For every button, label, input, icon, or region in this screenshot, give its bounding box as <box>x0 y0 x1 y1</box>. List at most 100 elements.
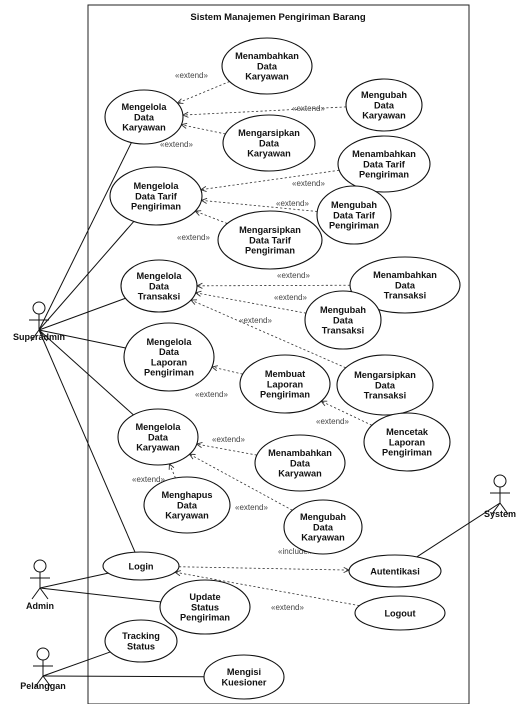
use-case-label-line: Pengiriman <box>131 202 181 212</box>
extend-label: «extend» <box>177 233 210 242</box>
use-case-label-line: Data <box>257 61 278 71</box>
use-case-ellipse <box>316 185 392 245</box>
use-case-label-line: Pengiriman <box>180 613 230 623</box>
use-case-label-line: Autentikasi <box>370 566 420 576</box>
extend-label: «extend» <box>276 199 309 208</box>
use-case-label-line: Menambahkan <box>268 448 332 458</box>
use-case-label-line: Data <box>177 500 198 510</box>
include-label: «include» <box>278 547 313 556</box>
use-case-label-line: Pengiriman <box>359 170 409 180</box>
extend-label: «extend» <box>195 390 228 399</box>
actor-head-icon <box>36 647 50 661</box>
use-case-label-line: Mengelola <box>137 271 183 281</box>
use-case-ellipse <box>345 78 423 132</box>
association-admin-uc_login <box>39 572 109 589</box>
use-case-label-line: Data <box>313 522 334 532</box>
association-pelanggan-uc_tracking <box>42 651 111 677</box>
actor-head-icon <box>33 559 47 573</box>
association-superadmin-uc_kelola_tarif <box>38 221 135 331</box>
use-case-label-line: Update <box>189 592 220 602</box>
actor-head-icon <box>32 301 46 315</box>
extend-relation-uc_logout <box>175 571 360 607</box>
association-pelanggan-uc_kuesioner <box>42 675 205 678</box>
use-case-ellipse <box>104 619 178 663</box>
use-case-label-line: Status <box>191 602 219 612</box>
use-case-ellipse <box>348 554 442 588</box>
use-case-ellipse <box>222 114 316 172</box>
use-case-label-line: Pengiriman <box>260 390 310 400</box>
extend-label: «extend» <box>292 179 325 188</box>
relations-layer: «extend» «extend» «extend» «extend» «extend»… <box>38 71 501 678</box>
use-case-label-line: Mengubah <box>320 305 366 315</box>
actor-admin: Admin <box>26 559 54 611</box>
actor-body-icon <box>29 314 49 342</box>
extend-relation-uc_arsip_tarif <box>195 210 228 224</box>
extend-label: «extend» <box>235 503 268 512</box>
extend-label: «extend» <box>316 417 349 426</box>
actor-label: System <box>484 509 516 519</box>
actor-head-icon <box>493 474 507 488</box>
use-case-label-line: Mengelola <box>136 422 182 432</box>
use-case-label-line: Laporan <box>267 379 304 389</box>
extend-relation-uc_ubah_karyawan_2 <box>189 453 293 511</box>
use-case-label-line: Mengubah <box>331 200 377 210</box>
use-case-ellipse <box>123 322 215 392</box>
use-case-ellipse <box>304 290 382 350</box>
use-case-label-line: Data <box>149 281 170 291</box>
extend-label: «extend» <box>239 316 272 325</box>
use-case-ellipse <box>239 354 331 414</box>
use-case-label-line: Karyawan <box>245 72 289 82</box>
extend-relation-uc_tambah_karyawan_1 <box>177 81 230 104</box>
use-case-ellipse <box>354 595 446 631</box>
use-case-label-line: Login <box>128 561 153 571</box>
use-case-label-line: Kuesioner <box>222 677 267 687</box>
use-case-label-line: Pengiriman <box>329 221 379 231</box>
use-case-ellipse <box>159 579 251 635</box>
use-case-ellipse <box>117 408 199 466</box>
use-case-label-line: Mengubah <box>300 512 346 522</box>
use-case-label-line: Karyawan <box>122 123 166 133</box>
use-case-uc-login: Login <box>102 551 180 581</box>
use-case-ellipse <box>337 135 431 193</box>
use-case-label-line: Mengarsipkan <box>354 370 416 380</box>
actor-label: Pelanggan <box>20 681 66 691</box>
actor-body-icon <box>30 572 50 600</box>
use-case-label-line: Transaksi <box>384 291 426 301</box>
extend-label: «extend» <box>212 435 245 444</box>
use-case-ellipse <box>143 476 231 534</box>
extend-relation-uc_ubah_tarif <box>201 199 318 212</box>
actor-body-icon <box>490 487 510 515</box>
association-superadmin-uc_kelola_karyawan_2 <box>38 329 134 416</box>
use-case-label-line: Pengiriman <box>144 368 194 378</box>
actor-label: Admin <box>26 601 54 611</box>
use-case-label-line: Data <box>374 100 395 110</box>
use-case-label-line: Mengelola <box>134 181 180 191</box>
use-case-label-line: Logout <box>384 608 415 618</box>
extend-relation-uc_ubah_transaksi <box>195 292 307 314</box>
use-case-label-line: Menambahkan <box>235 51 299 61</box>
use-case-label-line: Transaksi <box>364 391 406 401</box>
use-case-ellipse <box>336 354 434 416</box>
use-case-label-line: Transaksi <box>138 292 180 302</box>
use-case-label-line: Membuat <box>265 369 305 379</box>
use-case-label-line: Mengelola <box>147 337 193 347</box>
use-case-label-line: Karyawan <box>301 533 345 543</box>
